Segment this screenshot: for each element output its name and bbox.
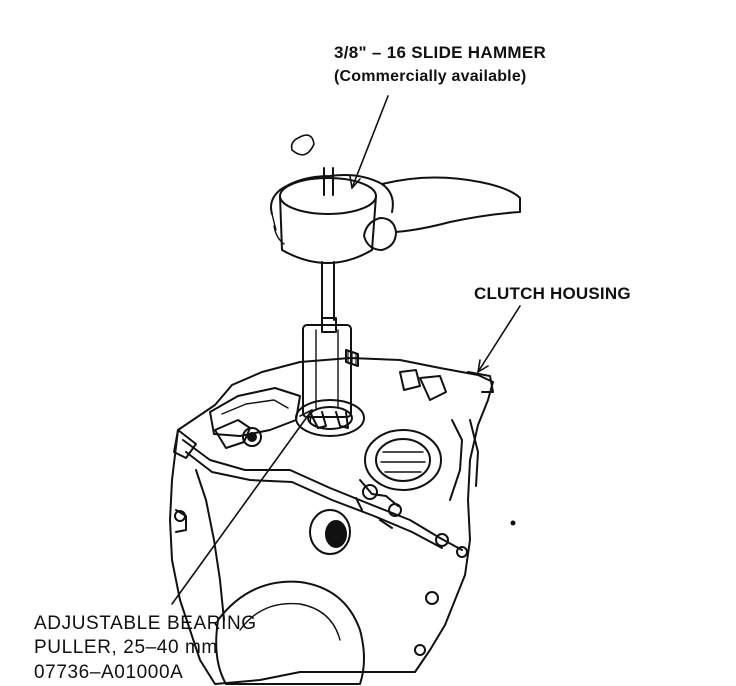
puller-body-edges [315,329,339,409]
puller-leader-line [171,409,313,605]
housing-bore-inner [375,438,431,482]
hammer-leader-line [351,95,389,189]
hand-thumb [363,217,397,251]
stray-dot [510,520,516,526]
puller-top-nut [321,317,337,333]
housing-tab-left [173,429,197,459]
housing-bore-splines [380,451,426,473]
housing-rib-right [449,419,479,501]
housing-deck-edge-2 [185,451,443,549]
hammer-arrowhead [349,175,361,189]
slide-hammer-illustration [270,134,521,321]
hammer-weight-top [279,177,377,215]
housing-port [309,509,351,555]
housing-port-hole [325,520,347,548]
bearing-puller-size-label: PULLER, 25–40 mm [34,637,218,658]
housing-boss-mid-2 [388,503,402,517]
hammer-cord [290,134,315,156]
hammer-shaft [321,261,335,321]
clutch-arrowhead [477,359,489,373]
bearing-puller-label: ADJUSTABLE BEARING [34,613,257,634]
clutch-leader-line [477,305,521,373]
hand-wrist [381,176,521,233]
puller-adjust-threads [347,351,357,366]
hand-fingers [270,174,394,215]
housing-lower-opening-inner [239,602,341,641]
housing-flange-lip [467,371,494,393]
puller-jaw-left [309,411,327,429]
slide-hammer-label: 3/8" – 16 SLIDE HAMMER [334,43,547,62]
housing-bolt-right-1 [435,533,449,547]
housing-boss-mid [362,484,378,500]
slide-hammer-availability-label: (Commercially available) [334,68,527,85]
housing-bearing-seat [295,399,365,437]
housing-lower-opening [215,580,365,685]
housing-cover-plate-inner [221,399,289,415]
housing-bolt-boss [242,427,262,447]
clutch-housing-illustration [169,357,516,685]
puller-body [302,324,352,418]
leader-lines [171,95,521,605]
hand-knuckle-lines [271,213,285,245]
bearing-puller-illustration [302,317,359,429]
clutch-housing-label: CLUTCH HOUSING [474,284,631,303]
housing-bolt-right-4 [414,644,426,656]
housing-outline [169,357,494,685]
housing-rib-left-2 [175,509,187,533]
puller-adjust-screw [345,349,359,367]
housing-rib-left [195,469,225,621]
housing-deck-edge [182,439,463,551]
housing-bore-outer [364,429,442,491]
hammer-weight-side [279,195,377,264]
housing-rib-right-2 [419,375,447,401]
hammer-rod-top [323,167,334,196]
bearing-puller-part-number: 07736–A01000A [34,662,184,683]
housing-rib-right-3 [399,369,421,391]
housing-bolt-right-2 [456,546,468,558]
housing-bolt-right-3 [425,591,439,605]
puller-jaw-right [335,411,349,429]
puller-arrowhead [299,409,313,423]
housing-hole-left [174,510,186,522]
